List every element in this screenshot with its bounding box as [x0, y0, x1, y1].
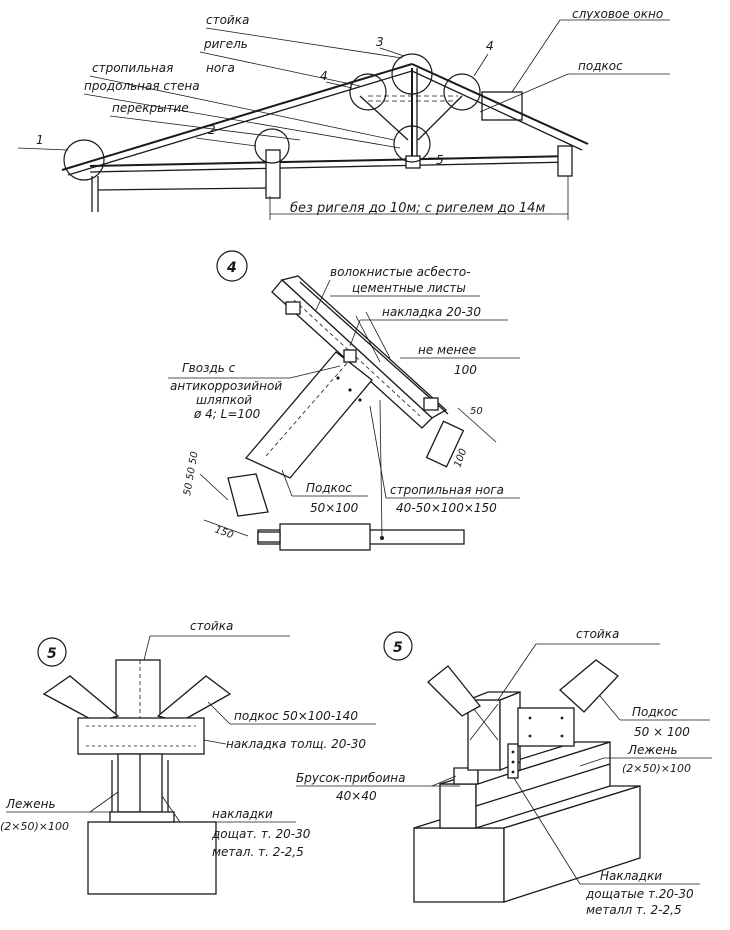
label-metal-5l: метал. т. 2-2,5 — [212, 845, 304, 859]
rafter-right — [411, 63, 589, 145]
label-sluhovoe-okno: слуховое окно — [572, 7, 663, 21]
detail-5-right-number: 5 — [393, 640, 403, 656]
span-note: без ригеля до 10м; с ригелем до 14м — [290, 201, 545, 216]
label-perekrytie: перекрытие — [112, 101, 189, 115]
label-noga: нога — [206, 61, 235, 75]
label-stoyka-top: стойка — [206, 13, 249, 27]
brace-left-b — [156, 675, 232, 723]
label-nakladka-5l: накладка толщ. 20-30 — [226, 737, 366, 751]
brace-right-b — [559, 659, 619, 713]
truss-overview: без ригеля до 10м; с ригелем до 14м 1 2 … — [17, 7, 670, 220]
rafter-section — [425, 420, 465, 468]
label-podkos-size-5r: 50 × 100 — [634, 725, 690, 739]
dim-50: 50 — [470, 406, 483, 417]
callout-circle-4b — [443, 73, 481, 111]
label-podkos-5l: подкос 50×100-140 — [234, 709, 358, 723]
strut-right — [417, 95, 463, 141]
brace-right-a — [427, 665, 481, 717]
label-nakladki-5l: накладки — [212, 807, 273, 821]
label-nakladka-4: накладка 20-30 — [382, 305, 481, 319]
foundation-right-front — [413, 827, 505, 903]
label-lezhen-size-5l: (2×50)×100 — [0, 820, 69, 833]
foundation-left — [87, 821, 217, 895]
callout-circle-3 — [391, 53, 433, 95]
label-rigel: ригель — [203, 37, 248, 51]
post-stoyka-left — [115, 659, 161, 723]
callout-1: 1 — [36, 133, 44, 147]
label-podkos-size-4: 50×100 — [310, 501, 359, 515]
callout-4b: 4 — [486, 39, 494, 53]
label-doshat-5l: дощат. т. 20-30 — [211, 827, 311, 841]
label-gvozd-4: ø 4; L=100 — [193, 407, 261, 421]
detail-4: 4 50 50 50 150 50 — [168, 250, 520, 551]
callout-circle-4a — [349, 73, 387, 111]
detail-5-right-marker — [383, 631, 413, 661]
callout-4a: 4 — [320, 69, 328, 83]
detail-5-left-number: 5 — [47, 646, 57, 662]
detail-5-right: 5 стойка Подкос — [296, 627, 712, 917]
label-stoyka-5l: стойка — [190, 619, 233, 633]
brace-podkos — [244, 351, 373, 479]
label-ne-menee: не менее — [418, 343, 476, 357]
label-stropilnaya-noga: стропильная нога — [390, 483, 504, 497]
label-stropilnaya-size: 40-50×100×150 — [396, 501, 497, 515]
label-podkos-5r: Подкос — [632, 705, 678, 719]
label-stoyka-5r: стойка — [576, 627, 619, 641]
sill-beam-right — [439, 783, 477, 829]
wall-left — [265, 149, 281, 199]
label-sheets-line2: цементные листы — [352, 281, 466, 295]
label-lezhen-size-5r: (2×50)×100 — [622, 762, 691, 775]
detail-4-marker — [216, 250, 248, 282]
label-brusok: Брусок-прибоина — [296, 771, 405, 785]
label-nakladki-5r: Накладки — [600, 869, 662, 883]
detail-5-left-marker — [37, 637, 67, 667]
label-lezhen-5r: Лежень — [627, 743, 678, 757]
label-brusok-size: 40×40 — [336, 789, 377, 803]
dim-150: 150 — [213, 524, 235, 541]
label-sheets-line1: волокнистые асбесто- — [330, 265, 471, 279]
detail-4-number: 4 — [226, 260, 237, 276]
overlay-plate-right — [517, 707, 575, 747]
label-prodolnaya-stena: продольная стена — [84, 79, 200, 93]
dim-50-50-50: 50 50 50 — [182, 451, 201, 497]
detail-5-left: 5 стойка подкос 50×100-140 накладка толщ… — [0, 619, 376, 895]
label-metall-5r: металл т. 2-2,5 — [586, 903, 682, 917]
brace-left-a — [42, 675, 120, 723]
label-gvozd-3: шляпкой — [196, 393, 252, 407]
callout-3: 3 — [376, 35, 384, 49]
label-lezhen-5l: Лежень — [5, 797, 56, 811]
label-stropilnaya: стропильная — [92, 61, 173, 75]
dormer-window — [481, 91, 523, 121]
label-100: 100 — [454, 363, 477, 377]
label-podkos-top: подкос — [578, 59, 623, 73]
overlay-plate-left — [77, 717, 205, 755]
callout-circle-5 — [393, 125, 431, 163]
brace-section — [227, 473, 269, 517]
label-gvozd-1: Гвоздь с — [182, 361, 236, 375]
callout-5: 5 — [436, 153, 444, 167]
dim-100: 100 — [452, 447, 469, 469]
label-gvozd-2: антикоррозийной — [170, 379, 282, 393]
callout-2: 2 — [208, 123, 216, 137]
label-doshatye-5r: дощатые т.20-30 — [585, 887, 694, 901]
strut-left — [359, 95, 409, 141]
label-podkos-4: Подкос — [306, 481, 352, 495]
ceiling-beam — [89, 155, 573, 167]
callout-circle-1 — [63, 139, 105, 181]
wall-right — [557, 145, 573, 177]
